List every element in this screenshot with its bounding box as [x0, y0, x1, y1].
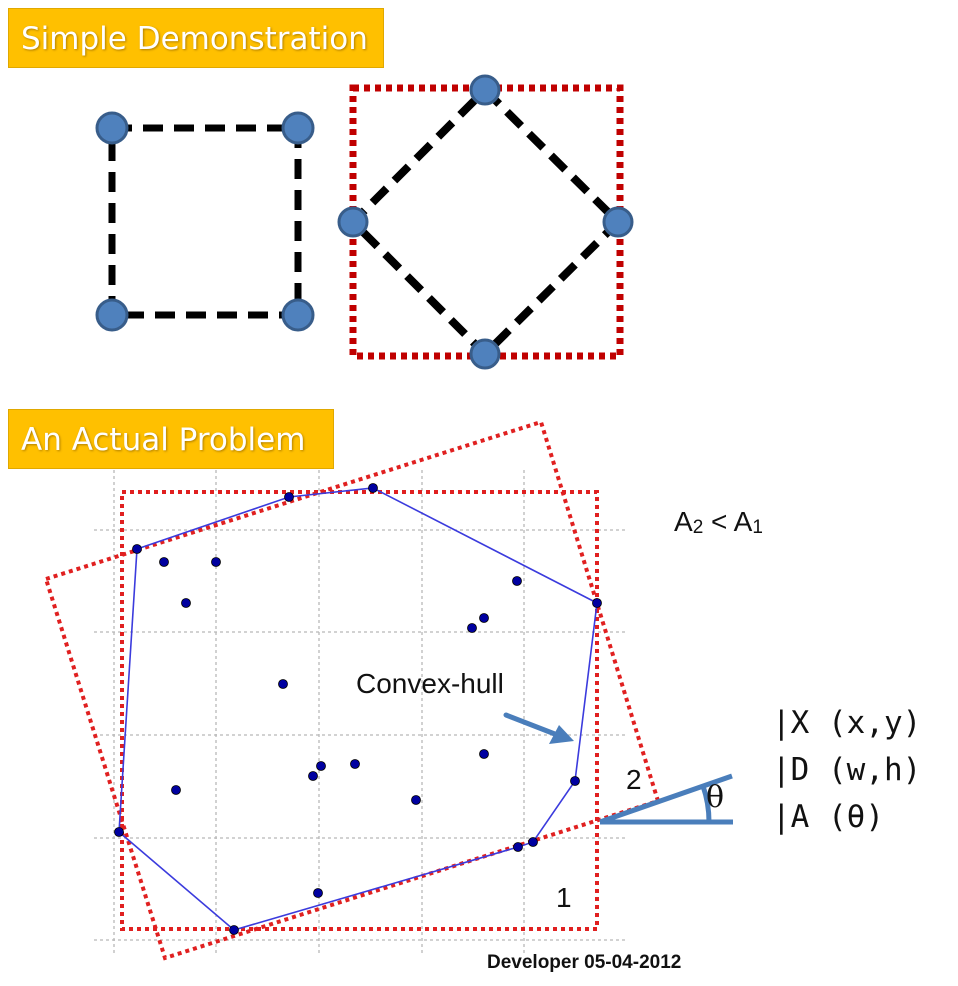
- square-node: [95, 298, 129, 332]
- data-point: [284, 492, 294, 502]
- credit-label: Developer 05-04-2012: [487, 952, 682, 973]
- convex-hull: [118, 487, 598, 931]
- simple-demonstration-banner: Simple Demonstration: [8, 8, 384, 68]
- data-point: [132, 544, 142, 554]
- data-point: [313, 888, 323, 898]
- background-grid: [94, 470, 625, 955]
- rotated-box-2: [43, 419, 661, 961]
- square-demo: [95, 111, 315, 332]
- data-point: [528, 837, 538, 847]
- param-position-label: |X (x,y): [772, 705, 922, 741]
- data-point: [368, 483, 378, 493]
- diamond-demo: [337, 74, 634, 370]
- data-point: [512, 576, 522, 586]
- box-1-label: 1: [556, 882, 572, 913]
- area-comparison-sub-2: 2: [692, 517, 704, 538]
- data-point: [211, 557, 221, 567]
- data-point: [114, 827, 124, 837]
- angle-indicator: [599, 773, 733, 825]
- axis-aligned-box-1: [120, 490, 599, 931]
- area-comparison-a2: A: [674, 506, 693, 537]
- diamond-node: [469, 74, 501, 106]
- theta-label: θ: [706, 780, 725, 815]
- data-point: [479, 749, 489, 759]
- square-node: [281, 111, 315, 145]
- data-point: [308, 771, 318, 781]
- data-point: [592, 598, 602, 608]
- square-node: [95, 111, 129, 145]
- param-angle-label: |A (θ): [772, 799, 884, 835]
- convex-hull-arrow: [503, 712, 574, 744]
- data-point: [159, 557, 169, 567]
- data-point: [316, 761, 326, 771]
- area-comparison-sub-1: 1: [752, 517, 763, 538]
- data-point: [171, 785, 181, 795]
- data-point: [181, 598, 191, 608]
- diamond-node: [337, 206, 369, 238]
- data-point: [467, 623, 477, 633]
- param-dimension-label: |D (w,h): [772, 752, 922, 788]
- data-point: [479, 613, 489, 623]
- data-point: [229, 925, 239, 935]
- diamond-node: [469, 338, 501, 370]
- diamond-bounding-box: [349, 84, 624, 360]
- point-cloud: [114, 483, 602, 935]
- area-comparison-a1: A: [733, 506, 753, 537]
- data-point: [513, 842, 523, 852]
- actual-problem-banner: An Actual Problem: [8, 409, 334, 469]
- box-2-label: 2: [626, 764, 642, 795]
- area-comparison-operator: <: [703, 506, 734, 537]
- square-dashed-outline: [108, 124, 302, 319]
- convex-hull-label: Convex-hull: [356, 668, 504, 699]
- diamond-dashed-outline: [347, 84, 624, 360]
- data-point: [350, 759, 360, 769]
- data-point: [278, 679, 288, 689]
- square-node: [281, 298, 315, 332]
- diamond-node: [602, 206, 634, 238]
- data-point: [411, 795, 421, 805]
- data-point: [570, 776, 580, 786]
- area-comparison-label: A2 < A1: [674, 506, 763, 539]
